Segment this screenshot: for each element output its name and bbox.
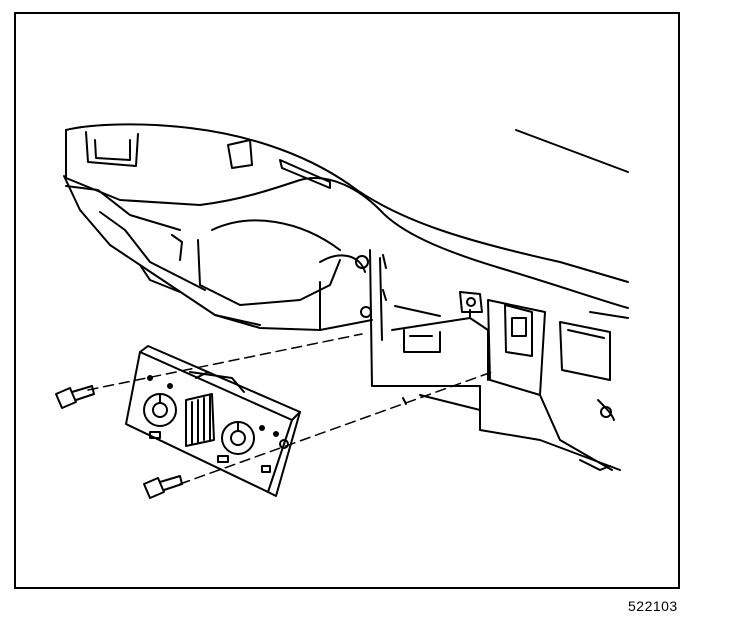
mounting-screw-lower bbox=[143, 475, 183, 499]
dashboard-assembly bbox=[63, 123, 629, 471]
figure-reference-number: 522103 bbox=[628, 598, 678, 614]
mounting-screw-upper bbox=[55, 385, 95, 409]
leader-lines bbox=[87, 333, 493, 485]
illustration-frame bbox=[14, 12, 680, 589]
hvac-control-panel bbox=[125, 345, 301, 497]
